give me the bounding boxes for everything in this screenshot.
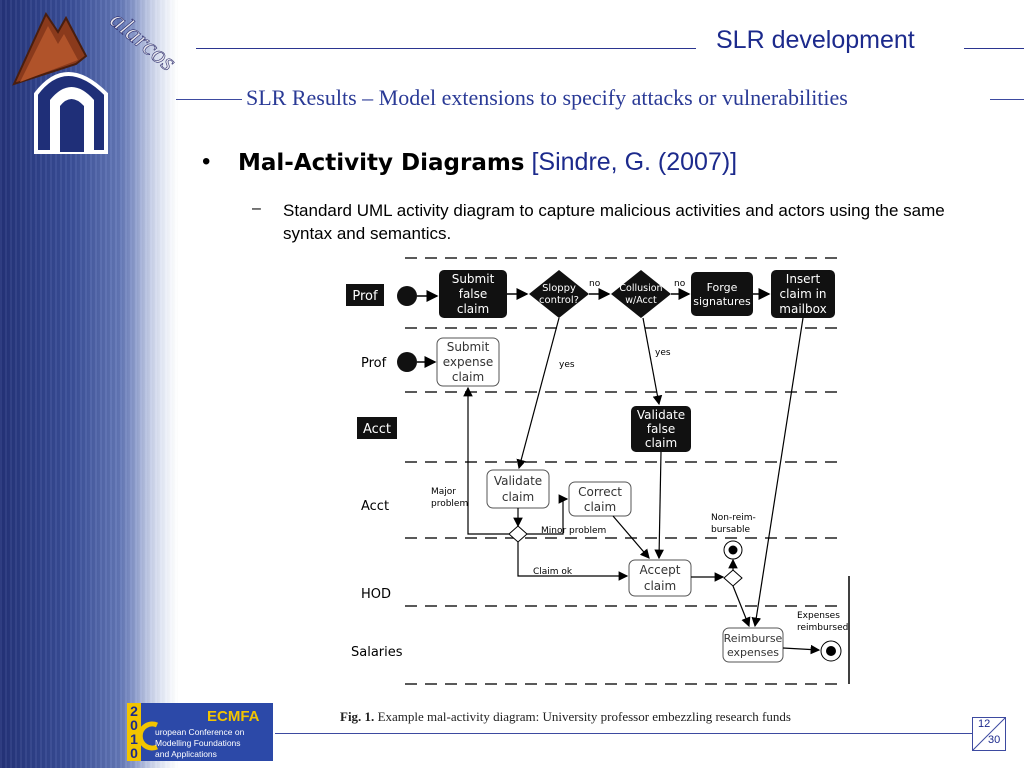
node-text: Validate: [494, 474, 542, 488]
node-correct-claim: [568, 481, 632, 517]
ecmfa-line: Modelling Foundations: [155, 738, 241, 748]
lane-acct-mal: Acct: [363, 422, 391, 437]
ecmfa-logo: 2 0 1 0 ECMFA uropean Conference on Mode…: [127, 703, 273, 761]
bullet-heading: Mal-Activity Diagrams [Sindre, G. (2007)…: [238, 148, 737, 177]
node-text: false: [647, 422, 676, 436]
start-node-mal: [397, 286, 417, 306]
mal-activity-diagram: Prof Prof Acct Acct HOD Salaries Submit …: [333, 256, 853, 696]
sub-bullet-text: Standard UML activity diagram to capture…: [283, 201, 945, 243]
node-text: w/Acct: [625, 295, 657, 306]
node-text: mailbox: [779, 302, 826, 316]
edge-label: no: [674, 279, 686, 289]
node-text: Collusion: [619, 283, 662, 294]
title-line-left: [196, 48, 696, 49]
node-text: Correct: [578, 485, 622, 499]
node-submit-expense-claim: [436, 337, 500, 387]
ecmfa-year-digit: 1: [130, 731, 138, 747]
ecmfa-year-digit: 0: [130, 745, 138, 761]
node-text: Forge: [707, 281, 738, 294]
node-submit-false-claim: [439, 270, 507, 318]
node-text: Sloppy: [542, 283, 576, 294]
edge-label: no: [589, 279, 601, 289]
node-text: signatures: [693, 295, 751, 308]
page-total: 30: [988, 734, 1001, 746]
node-insert-claim: [771, 270, 835, 318]
sub-bullet-dash: –: [252, 200, 261, 217]
bullet-title: Mal-Activity Diagrams: [238, 150, 525, 176]
lane-prof: Prof: [361, 356, 387, 371]
node-forge-signatures: [691, 272, 753, 316]
edge-label: Non-reim-: [711, 513, 756, 523]
decision-collusion: [611, 270, 671, 318]
node-text: Submit: [447, 340, 490, 354]
bullet-point: •: [202, 148, 211, 175]
edge-label: Expenses: [797, 611, 840, 621]
lane-acct-mal-box: [357, 417, 397, 439]
decision-reimbursable: [723, 569, 743, 587]
slide-subtitle: SLR Results – Model extensions to specif…: [246, 85, 848, 110]
logo-text: alarcos: [105, 5, 176, 77]
decision-problem: [508, 525, 528, 543]
edge-label: Minor problem: [541, 526, 606, 536]
edge-label: Claim ok: [533, 567, 573, 577]
ecmfa-year-digit: 0: [130, 717, 138, 733]
node-text: Reimburse: [724, 632, 783, 645]
caption-label: Fig. 1.: [340, 709, 375, 724]
node-text: claim in: [779, 287, 826, 301]
node-text: Submit: [452, 272, 495, 286]
ecmfa-line: and Applications: [155, 749, 217, 759]
lane-separators: [405, 257, 845, 685]
lane-salaries: Salaries: [351, 645, 403, 660]
node-text: expense: [443, 355, 494, 369]
edge-label: bursable: [711, 525, 751, 535]
lane-prof-mal: Prof: [352, 289, 378, 304]
node-text: claim: [502, 490, 534, 504]
ecmfa-title: ECMFA: [207, 708, 260, 725]
subtitle-line-right: [990, 99, 1024, 100]
ecmfa-year-digit: 2: [130, 703, 138, 719]
node-text: control?: [539, 295, 579, 306]
edge-label: yes: [655, 348, 671, 358]
footer-line: [275, 733, 975, 734]
edge-label: problem: [431, 499, 468, 509]
bullet-citation: [Sindre, G. (2007)]: [531, 148, 738, 176]
node-text: claim: [452, 370, 484, 384]
node-text: expenses: [727, 646, 779, 659]
sidebar-fade: [120, 0, 200, 768]
alarcos-logo: alarcos: [12, 5, 176, 154]
node-text: false: [459, 287, 488, 301]
edge-label: Major: [431, 487, 456, 497]
node-text: claim: [457, 302, 489, 316]
node-text: claim: [645, 436, 677, 450]
node-text: Validate: [637, 408, 685, 422]
edge-label: reimbursed: [797, 623, 848, 633]
node-text: claim: [584, 500, 616, 514]
ecmfa-line: uropean Conference on: [155, 727, 245, 737]
start-node: [397, 352, 417, 372]
subtitle-line-left: [176, 99, 242, 100]
caption-text: Example mal-activity diagram: University…: [377, 709, 791, 724]
decision-sloppy: [529, 270, 589, 318]
node-reimburse-expenses: [722, 627, 784, 663]
node-accept-claim: [628, 559, 692, 597]
lane-prof-mal-box: [346, 284, 384, 306]
node-text: claim: [644, 579, 676, 593]
slide-title: SLR development: [716, 26, 915, 54]
node-validate-false-claim: [631, 406, 691, 452]
lane-acct: Acct: [361, 499, 389, 514]
node-text: Insert: [786, 272, 821, 286]
lane-hod: HOD: [361, 587, 391, 602]
page-current: 12: [978, 718, 991, 730]
figure-caption: Fig. 1. Example mal-activity diagram: Un…: [340, 709, 791, 725]
edge-label: yes: [559, 360, 575, 370]
title-line-right: [964, 48, 1024, 49]
page-counter: [972, 717, 1006, 751]
node-text: Accept: [640, 563, 681, 577]
